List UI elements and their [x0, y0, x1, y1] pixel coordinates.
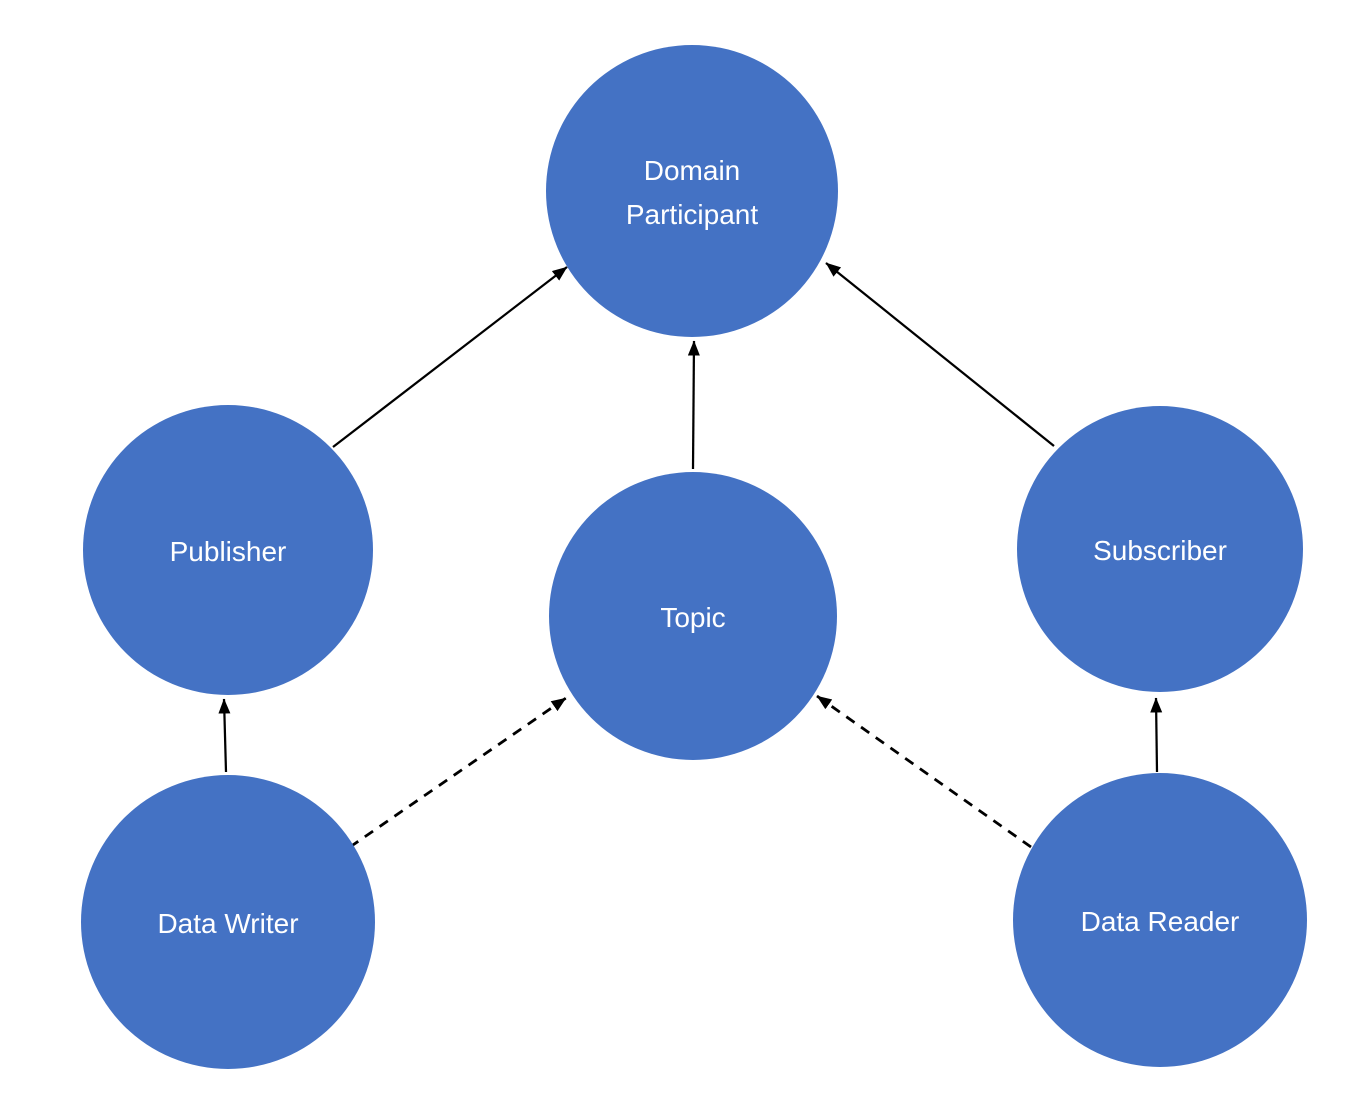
data-writer-label-line: Data Writer — [157, 908, 298, 939]
topic-label-line: Topic — [660, 602, 725, 633]
domain-participant-label-line: Domain — [644, 155, 740, 186]
edge-topic-to-domain-participant — [687, 340, 700, 470]
publisher-label: Publisher — [170, 536, 287, 567]
node-publisher: Publisher — [83, 405, 373, 695]
topic-label: Topic — [660, 602, 725, 633]
subscriber-circle — [1017, 406, 1303, 692]
edge-data-writer-to-publisher — [218, 698, 231, 773]
edge-publisher-to-domain-participant — [332, 266, 568, 448]
edge-data-reader-to-topic — [816, 694, 1032, 849]
subscriber-label-line: Subscriber — [1093, 535, 1227, 566]
domain-participant-circle — [546, 45, 838, 337]
subscriber-label: Subscriber — [1093, 535, 1227, 566]
node-data-writer: Data Writer — [81, 775, 375, 1069]
edge-data-writer-to-topic — [349, 696, 567, 849]
data-reader-circle — [1013, 773, 1307, 1067]
data-writer-label: Data Writer — [157, 908, 298, 939]
data-reader-label-line: Data Reader — [1081, 906, 1240, 937]
publisher-circle — [83, 405, 373, 695]
node-topic: Topic — [549, 472, 837, 760]
domain-participant-label-line: Participant — [626, 199, 759, 230]
data-writer-circle — [81, 775, 375, 1069]
data-reader-label: Data Reader — [1081, 906, 1240, 937]
publisher-label-line: Publisher — [170, 536, 287, 567]
topic-circle — [549, 472, 837, 760]
edge-data-reader-to-subscriber — [1150, 697, 1163, 773]
edge-subscriber-to-domain-participant — [825, 262, 1055, 447]
node-subscriber: Subscriber — [1017, 406, 1303, 692]
node-data-reader: Data Reader — [1013, 773, 1307, 1067]
